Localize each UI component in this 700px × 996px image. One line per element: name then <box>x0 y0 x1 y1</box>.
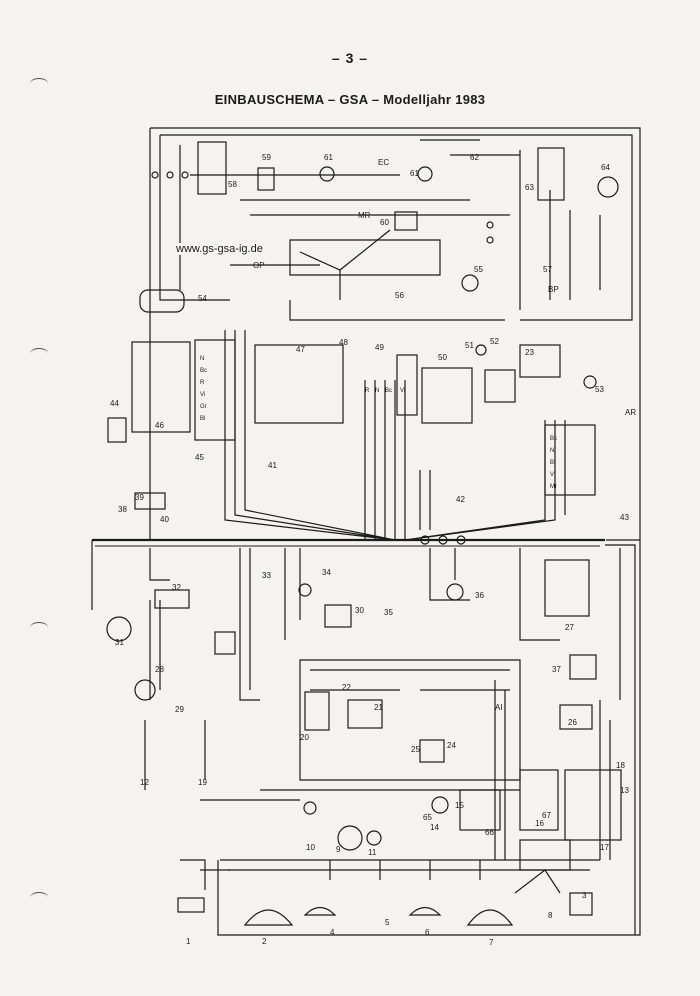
svg-text:N: N <box>200 356 204 362</box>
svg-text:13: 13 <box>620 786 629 795</box>
svg-text:28: 28 <box>155 665 164 674</box>
svg-text:62: 62 <box>470 153 479 162</box>
svg-text:31: 31 <box>115 638 124 647</box>
svg-text:38: 38 <box>118 505 127 514</box>
svg-text:24: 24 <box>447 741 456 750</box>
svg-text:AI: AI <box>495 703 503 712</box>
svg-text:19: 19 <box>198 778 207 787</box>
svg-text:66: 66 <box>485 828 494 837</box>
svg-text:EC: EC <box>378 158 389 167</box>
svg-text:21: 21 <box>374 703 383 712</box>
svg-text:46: 46 <box>155 421 164 430</box>
svg-text:61: 61 <box>324 153 333 162</box>
svg-text:Vi: Vi <box>400 388 405 394</box>
svg-text:51: 51 <box>465 341 474 350</box>
svg-text:34: 34 <box>322 568 331 577</box>
svg-text:4: 4 <box>330 928 335 937</box>
svg-text:OP: OP <box>253 261 265 270</box>
svg-text:30: 30 <box>355 606 364 615</box>
svg-text:17: 17 <box>600 843 609 852</box>
svg-text:33: 33 <box>262 571 271 580</box>
svg-text:Bl: Bl <box>550 460 555 466</box>
svg-text:9: 9 <box>336 845 341 854</box>
svg-text:Vt: Vt <box>550 472 556 478</box>
punch-hole-bottom <box>30 892 48 903</box>
svg-text:39: 39 <box>135 493 144 502</box>
svg-text:2: 2 <box>262 937 267 946</box>
svg-text:Bc: Bc <box>550 436 557 442</box>
svg-text:50: 50 <box>438 353 447 362</box>
svg-text:Mr: Mr <box>550 484 557 490</box>
svg-text:58: 58 <box>228 180 237 189</box>
svg-text:Vi: Vi <box>200 392 205 398</box>
svg-text:65: 65 <box>423 813 432 822</box>
svg-text:52: 52 <box>490 337 499 346</box>
svg-text:29: 29 <box>175 705 184 714</box>
svg-text:63: 63 <box>525 183 534 192</box>
svg-text:Bc: Bc <box>200 368 207 374</box>
svg-text:8: 8 <box>548 911 553 920</box>
svg-text:54: 54 <box>198 294 207 303</box>
svg-text:64: 64 <box>601 163 610 172</box>
svg-text:36: 36 <box>475 591 484 600</box>
svg-text:AR: AR <box>625 408 636 417</box>
svg-text:Bl: Bl <box>200 416 205 422</box>
svg-text:25: 25 <box>411 745 420 754</box>
svg-text:61: 61 <box>410 169 419 178</box>
svg-text:MR: MR <box>358 211 371 220</box>
svg-text:22: 22 <box>342 683 351 692</box>
svg-text:59: 59 <box>262 153 271 162</box>
svg-text:42: 42 <box>456 495 465 504</box>
svg-text:10: 10 <box>306 843 315 852</box>
svg-text:N: N <box>375 388 379 394</box>
svg-text:55: 55 <box>474 265 483 274</box>
svg-text:N: N <box>550 448 554 454</box>
svg-text:35: 35 <box>384 608 393 617</box>
svg-text:26: 26 <box>568 718 577 727</box>
website-watermark: www.gs-gsa-ig.de <box>174 243 265 255</box>
svg-text:15: 15 <box>455 801 464 810</box>
svg-text:48: 48 <box>339 338 348 347</box>
svg-text:44: 44 <box>110 399 119 408</box>
svg-text:3: 3 <box>582 891 587 900</box>
punch-hole-lower-mid <box>30 622 48 633</box>
svg-text:32: 32 <box>172 583 181 592</box>
svg-text:23: 23 <box>525 348 534 357</box>
svg-text:BP: BP <box>548 285 559 294</box>
svg-text:R: R <box>200 380 205 386</box>
svg-text:20: 20 <box>300 733 309 742</box>
svg-text:56: 56 <box>395 291 404 300</box>
svg-text:1: 1 <box>186 937 191 946</box>
svg-text:45: 45 <box>195 453 204 462</box>
svg-text:12: 12 <box>140 778 149 787</box>
svg-text:16: 16 <box>535 819 544 828</box>
svg-text:41: 41 <box>268 461 277 470</box>
svg-text:Gr: Gr <box>200 404 207 410</box>
svg-text:40: 40 <box>160 515 169 524</box>
svg-text:14: 14 <box>430 823 439 832</box>
page-number: – 3 – <box>331 50 369 66</box>
svg-text:27: 27 <box>565 623 574 632</box>
svg-text:11: 11 <box>368 848 377 857</box>
svg-text:5: 5 <box>385 918 390 927</box>
svg-text:49: 49 <box>375 343 384 352</box>
svg-text:Bc: Bc <box>385 388 392 394</box>
punch-hole-upper-mid <box>30 348 48 359</box>
svg-text:60: 60 <box>380 218 389 227</box>
svg-text:18: 18 <box>616 761 625 770</box>
svg-text:57: 57 <box>543 265 552 274</box>
svg-text:53: 53 <box>595 385 604 394</box>
punch-hole-top <box>30 78 48 89</box>
svg-text:47: 47 <box>296 345 305 354</box>
svg-text:67: 67 <box>542 811 551 820</box>
svg-text:7: 7 <box>489 938 494 947</box>
page-title: EINBAUSCHEMA – GSA – Modelljahr 1983 <box>214 92 486 107</box>
svg-text:37: 37 <box>552 665 561 674</box>
svg-text:43: 43 <box>620 513 629 522</box>
svg-text:R: R <box>365 388 370 394</box>
svg-text:6: 6 <box>425 928 430 937</box>
